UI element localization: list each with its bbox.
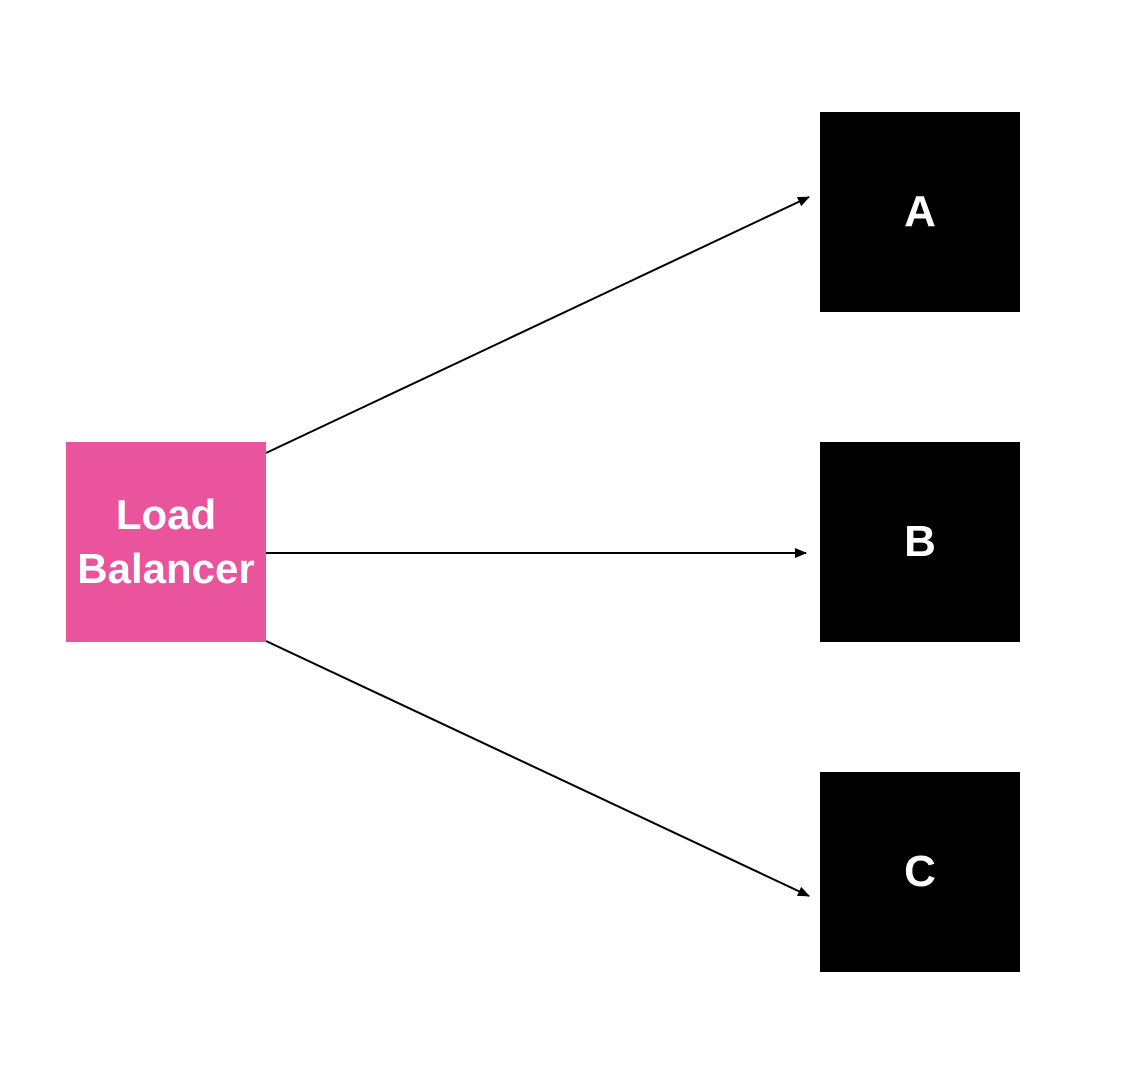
server-node-b: B — [820, 442, 1020, 642]
arrow-to-c — [265, 640, 810, 897]
server-label-a: A — [904, 187, 936, 236]
server-node-c: C — [820, 772, 1020, 972]
load-balancer-node: Load Balancer — [66, 442, 266, 642]
load-balancer-label-line2: Balancer — [77, 545, 255, 592]
server-label-c: C — [904, 847, 936, 896]
arrow-to-a — [265, 196, 810, 454]
load-balancer-label-line1: Load — [115, 491, 217, 538]
server-node-a: A — [820, 112, 1020, 312]
load-balancer-label: Load Balancer — [77, 488, 254, 596]
server-label-b: B — [904, 517, 936, 566]
